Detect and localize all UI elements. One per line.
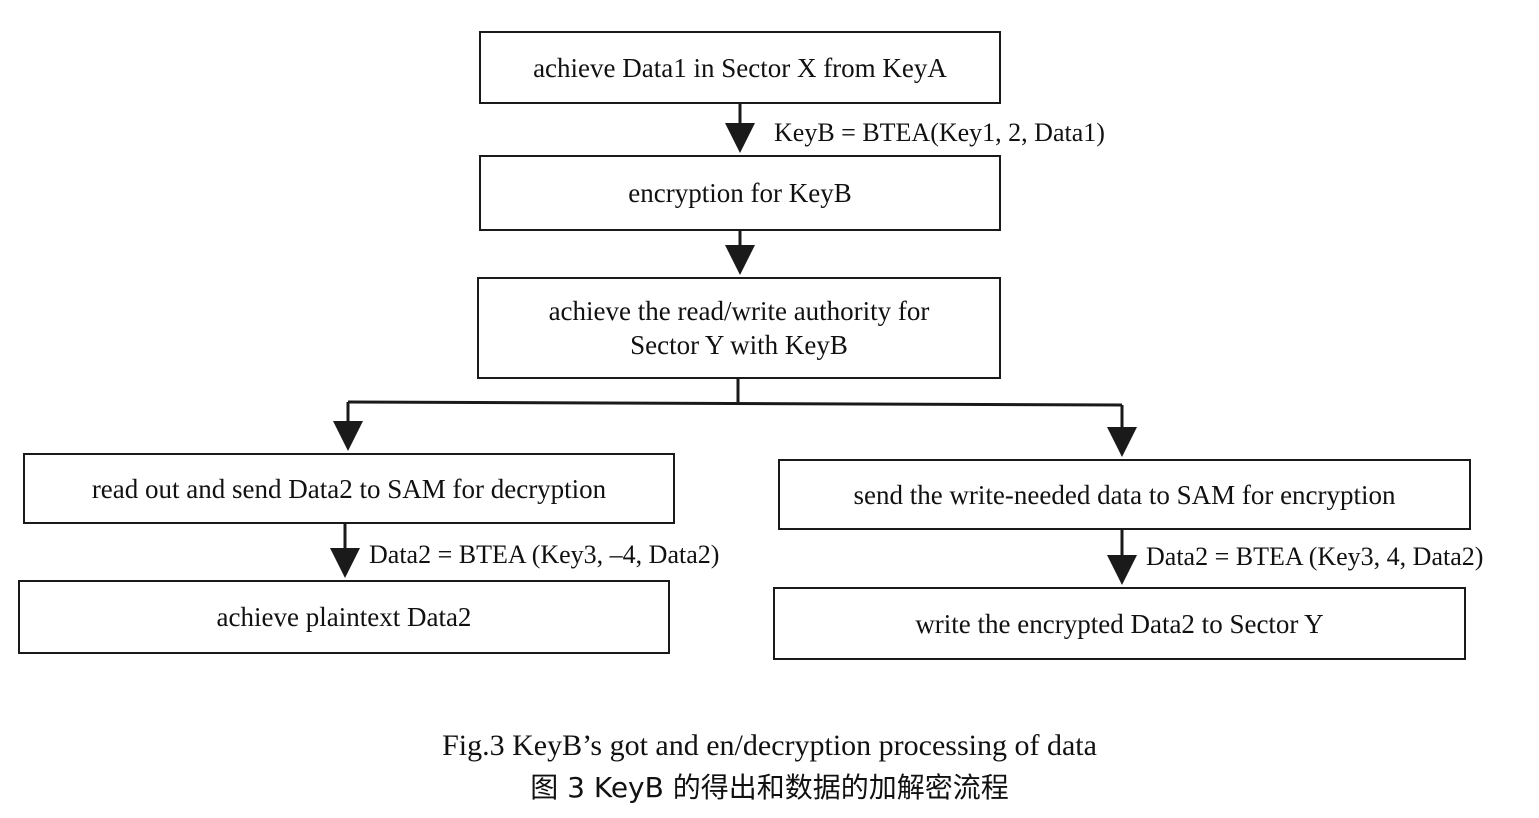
node-label: write the encrypted Data2 to Sector Y [915, 608, 1324, 639]
node-send-write-needed: send the write-needed data to SAM for en… [778, 459, 1471, 530]
edge-label-keyb-btea: KeyB = BTEA(Key1, 2, Data1) [774, 118, 1105, 147]
node-read-write-authority: achieve the read/write authority for Sec… [477, 277, 1001, 379]
figure-caption-chinese: 图 3 KeyB 的得出和数据的加解密流程 [530, 771, 1009, 804]
node-label: encryption for KeyB [628, 178, 852, 208]
branch-bar [347, 400, 1123, 407]
node-label: achieve plaintext Data2 [216, 602, 472, 632]
edge-label-decrypt-btea: Data2 = BTEA (Key3, –4, Data2) [369, 540, 720, 569]
node-read-out-send-data2: read out and send Data2 to SAM for decry… [23, 453, 675, 524]
node-achieve-plaintext: achieve plaintext Data2 [18, 580, 670, 654]
node-label-line1: achieve the read/write authority for [548, 296, 930, 326]
node-write-encrypted: write the encrypted Data2 to Sector Y [773, 587, 1466, 660]
node-label: achieve Data1 in Sector X from KeyA [533, 52, 947, 83]
node-label: read out and send Data2 to SAM for decry… [91, 473, 607, 504]
node-label-line2: Sector Y with KeyB [630, 330, 848, 360]
figure-caption-english: Fig.3 KeyB’s got and en/decryption proce… [442, 729, 1097, 762]
node-encryption-keyb: encryption for KeyB [479, 155, 1001, 231]
node-achieve-data1: achieve Data1 in Sector X from KeyA [479, 31, 1001, 104]
edge-label-encrypt-btea: Data2 = BTEA (Key3, 4, Data2) [1146, 542, 1484, 571]
node-label: send the write-needed data to SAM for en… [853, 479, 1396, 510]
